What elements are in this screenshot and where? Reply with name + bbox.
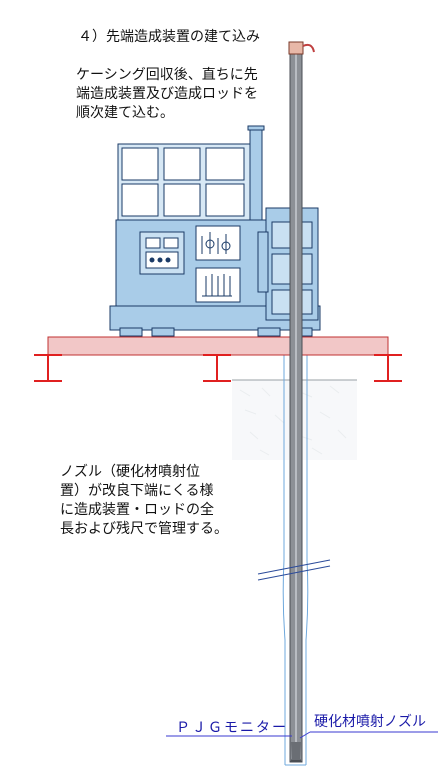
description-line: 端造成装置及び造成ロッドを [76, 86, 258, 102]
description-line: ケーシング回収後、直ちに先 [76, 67, 258, 83]
h-beam-right [374, 354, 402, 382]
bore-hole [282, 338, 309, 766]
monitor-label: ＰＪＧモニター [176, 720, 288, 736]
exhaust-pipe [249, 127, 263, 221]
swivel-head [288, 41, 315, 55]
grouting-rod [289, 49, 303, 763]
step-description: ケーシング回収後、直ちに先 端造成装置及び造成ロッドを 順次建て込む。 [76, 66, 258, 123]
work-platform [47, 336, 389, 356]
leader-lines [166, 731, 438, 739]
h-beam-center [203, 354, 231, 382]
nozzle-label: 硬化材噴射ノズル [314, 714, 426, 730]
description-line: 順次建て込む。 [76, 105, 174, 121]
jet-grouting-machine [109, 125, 321, 337]
nozzle-note: ノズル（硬化材噴射位 置）が改良下端にくる様 に造成装置・ロッドの全 長および残… [60, 463, 228, 539]
note-line: 置）が改良下端にくる様 [60, 483, 214, 499]
step-title: ４）先端造成装置の建て込み [78, 29, 260, 45]
note-line: 長および残尺で管理する。 [60, 521, 228, 537]
note-line: に造成装置・ロッドの全 [60, 502, 214, 518]
break-mark [257, 559, 331, 581]
note-line: ノズル（硬化材噴射位 [60, 464, 200, 480]
h-beam-left [34, 354, 62, 382]
